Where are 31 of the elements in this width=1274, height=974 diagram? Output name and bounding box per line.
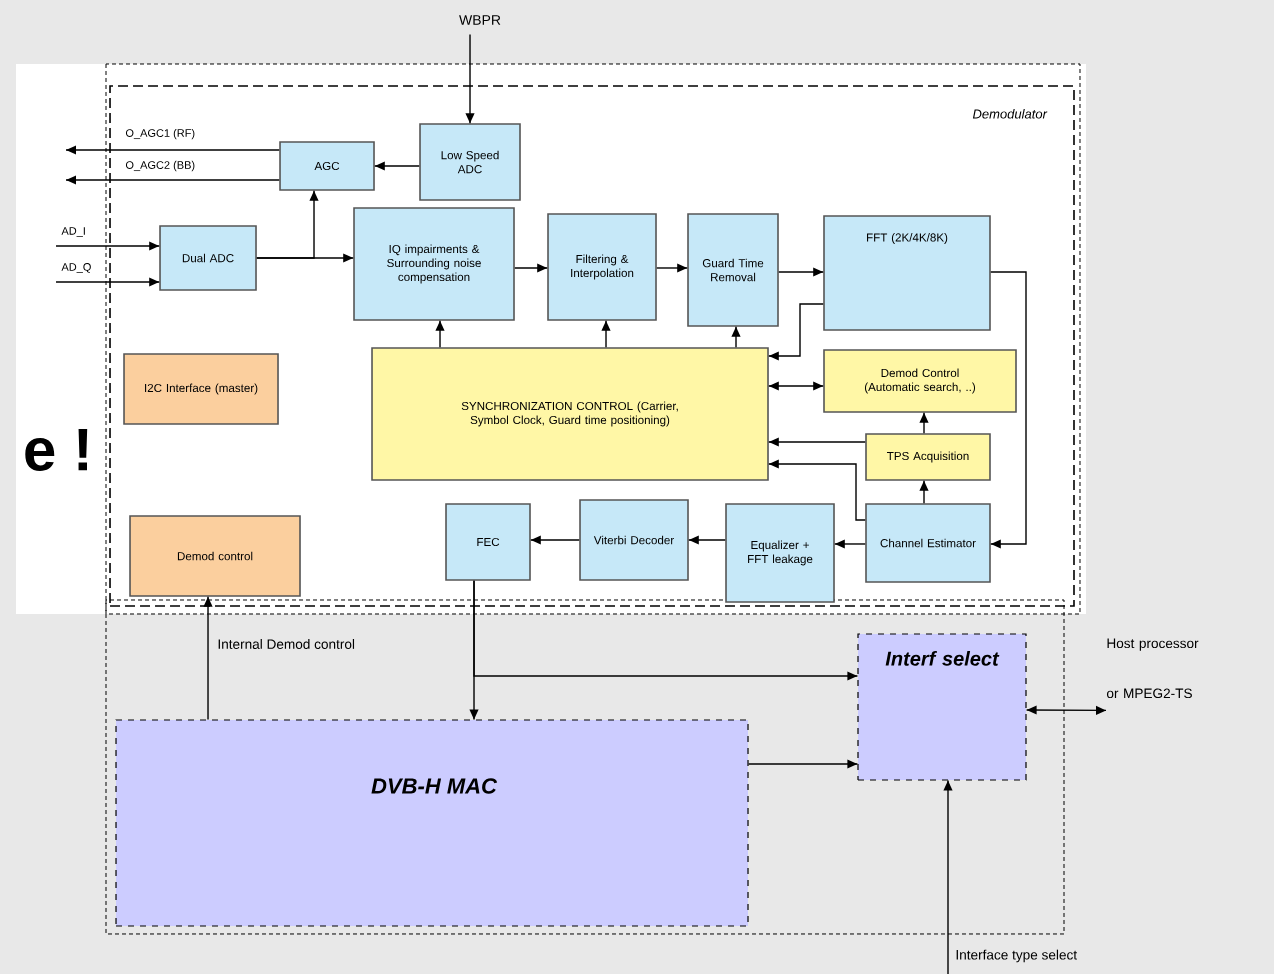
arrow: [768, 437, 866, 447]
arrow: [203, 596, 213, 721]
arrow: [768, 303, 824, 361]
arrow: [530, 535, 580, 545]
arrow: [473, 580, 859, 681]
arrow: [514, 263, 548, 273]
interface-box: Interf select: [857, 633, 1027, 781]
arrow: [919, 412, 929, 434]
arrow: [731, 326, 741, 348]
arrow: [688, 535, 726, 545]
arrow: [1025, 705, 1107, 715]
arrow: [778, 267, 824, 277]
arrow: [601, 320, 611, 348]
arrow: [768, 381, 824, 391]
arrow: [65, 175, 280, 185]
arrow: [834, 539, 866, 549]
arrow: [55, 277, 160, 287]
fragment-text: e !: [25, 429, 88, 471]
arrow: [919, 480, 929, 504]
mac-block: DVB-H MAC: [115, 719, 749, 927]
arrow: [747, 759, 859, 769]
arrow: [256, 190, 319, 259]
arrow: [435, 320, 445, 348]
arrow: [374, 161, 420, 171]
arrow: [465, 33, 475, 124]
arrow: [65, 145, 280, 155]
arrow: [55, 241, 160, 251]
arrow: [990, 271, 1027, 549]
arrow: [768, 459, 866, 521]
arrow: [943, 779, 953, 974]
arrow: [656, 263, 688, 273]
